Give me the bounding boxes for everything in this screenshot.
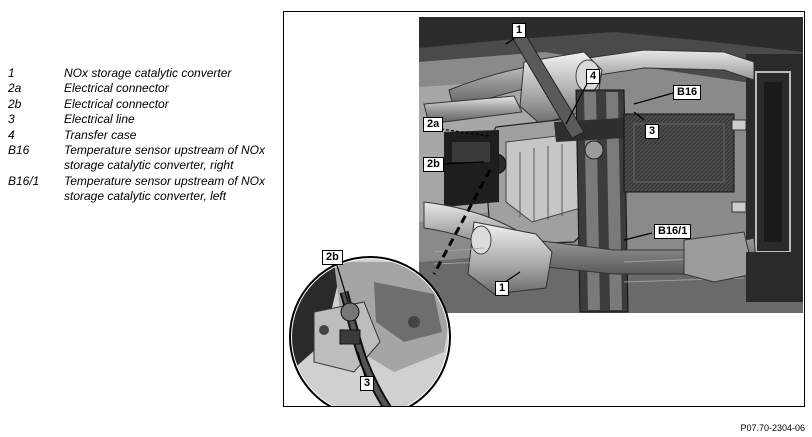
legend-desc: Temperature sensor upstream of NOx stora… xyxy=(64,173,265,204)
legend-key: 2b xyxy=(8,96,22,111)
legend-row: B16 Temperature sensor upstream of NOx st… xyxy=(8,143,270,174)
figure-frame: 1 4 B16 2a 3 2b B16/1 1 2b 3 xyxy=(283,11,805,407)
legend-key: 3 xyxy=(8,112,15,127)
legend-desc: Electrical connector xyxy=(64,96,169,111)
legend-row: 3 Electrical line xyxy=(8,112,270,127)
callout-1-bottom: 1 xyxy=(495,281,510,296)
callout-1-top: 1 xyxy=(512,23,527,38)
legend-desc: Electrical line xyxy=(64,112,135,127)
callout-b16-1: B16/1 xyxy=(654,224,692,239)
legend-row: 1 NOx storage catalytic converter xyxy=(8,66,270,81)
legend-desc: Electrical connector xyxy=(64,81,169,96)
legend-key: B16/1 xyxy=(8,173,40,188)
callout-3-detail: 3 xyxy=(360,376,375,391)
callout-b16: B16 xyxy=(673,85,702,100)
legend-desc: Temperature sensor upstream of NOx stora… xyxy=(64,143,265,173)
callout-2b: 2b xyxy=(423,157,444,172)
legend-key: B16 xyxy=(8,143,30,158)
legend-row: 4 Transfer case xyxy=(8,128,270,143)
legend-key: 1 xyxy=(8,66,15,80)
undercarriage-illustration xyxy=(289,17,803,406)
legend-row: 2b Electrical connector xyxy=(8,97,270,112)
legend-row: 2a Electrical connector xyxy=(8,81,270,96)
figure-id: P07.70-2304-06 xyxy=(740,423,805,433)
main-photo xyxy=(419,17,803,313)
callout-4: 4 xyxy=(586,69,601,84)
legend-desc: NOx storage catalytic converter xyxy=(64,66,232,80)
legend-key: 4 xyxy=(8,127,15,142)
callout-2b-detail: 2b xyxy=(322,250,343,265)
legend-desc: Transfer case xyxy=(64,127,137,142)
legend-key: 2a xyxy=(8,81,22,96)
legend-row: B16/1 Temperature sensor upstream of NOx … xyxy=(8,174,270,205)
callout-2a: 2a xyxy=(423,117,444,132)
callout-3-main: 3 xyxy=(645,124,660,139)
